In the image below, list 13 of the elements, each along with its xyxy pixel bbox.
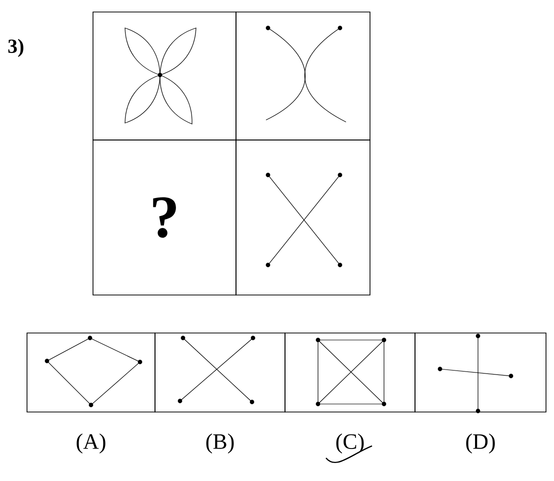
option-label: (B) <box>206 434 234 454</box>
option-label: (A) <box>76 434 106 454</box>
question-number: 3) <box>8 38 24 58</box>
figure-cell <box>26 332 156 412</box>
figure-cell <box>154 332 286 412</box>
figure-cell <box>236 12 370 140</box>
figure-cell: ? <box>92 140 236 296</box>
option-label: (C) <box>336 434 364 454</box>
figure-cell <box>284 332 416 412</box>
option-label: (D) <box>466 434 495 454</box>
figure-cell <box>92 12 236 140</box>
figure-cell <box>236 140 370 296</box>
figure-cell <box>414 332 546 412</box>
